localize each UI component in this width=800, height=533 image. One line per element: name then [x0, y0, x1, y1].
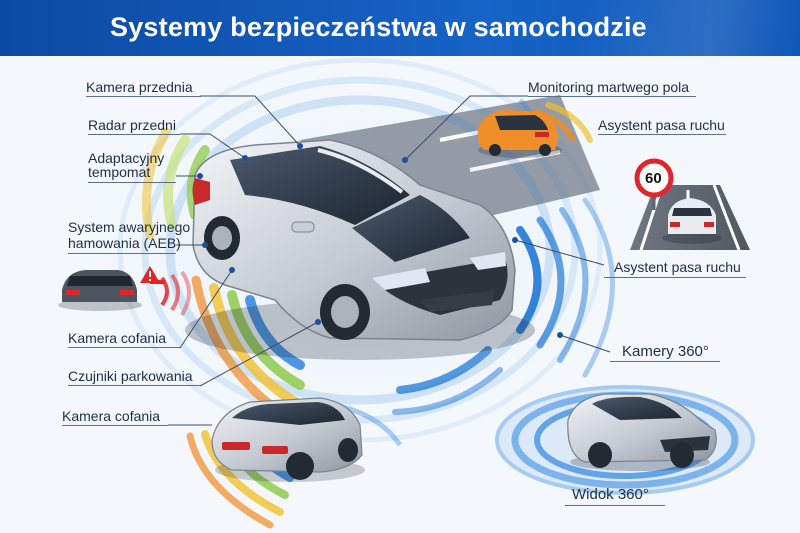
view-360-car: [495, 385, 755, 495]
speed-limit-value: 60: [645, 170, 662, 187]
label-front-radar: Radar przedni: [88, 117, 176, 133]
underline-lane-assist-1: [598, 134, 726, 135]
label-front-camera: Kamera przednia: [86, 79, 193, 95]
page-title: Systemy bezpieczeństwa w samochodzie: [110, 12, 647, 42]
safety-systems-illustration: [0, 56, 755, 529]
label-aeb-line1: System awaryjnego: [68, 219, 191, 235]
leader-lines: [168, 95, 611, 426]
orange-car-blind-spot: [477, 98, 593, 158]
label-rear-camera: Kamera cofania: [68, 330, 167, 346]
label-view-360: Widok 360°: [572, 486, 649, 503]
main-car: [185, 139, 535, 360]
banner-shine: [580, 0, 800, 56]
label-rear-camera-2: Kamera cofania: [62, 408, 161, 424]
underline-acc: [88, 182, 176, 183]
label-lane-assist-2: Asystent pasa ruchu: [614, 259, 741, 275]
underline-rear-camera: [68, 347, 180, 348]
underline-view-360: [565, 505, 665, 506]
label-lane-assist-1: Asystent pasa ruchu: [598, 117, 725, 133]
label-acc-line1: Adaptacyjny: [88, 150, 165, 166]
front-sensor-waves: [392, 197, 615, 415]
underline-blind-spot: [528, 96, 696, 97]
label-cameras-360: Kamery 360°: [622, 343, 709, 360]
aeb-rear-car: [58, 270, 191, 317]
label-aeb-line2: hamowania (AEB): [68, 235, 181, 251]
label-parking-sensors: Czujniki parkowania: [68, 368, 193, 384]
underline-cameras-360: [610, 361, 720, 362]
warning-icon: [140, 266, 160, 283]
underline-lane-assist-2: [604, 277, 746, 278]
underline-front-radar: [88, 134, 180, 135]
underline-parking-sensors: [68, 385, 200, 386]
label-blind-spot: Monitoring martwego pola: [528, 79, 690, 95]
parking-car-bottom: [186, 397, 403, 529]
underline-rear-camera-2: [62, 425, 168, 426]
underline-front-camera: [86, 96, 201, 97]
label-acc-line2: tempomat: [88, 164, 151, 180]
speed-limit-sign: [634, 158, 674, 210]
title-banner: Systemy bezpieczeństwa w samochodzie: [0, 0, 800, 56]
leader-dots: [197, 143, 563, 338]
underline-aeb: [68, 253, 176, 254]
